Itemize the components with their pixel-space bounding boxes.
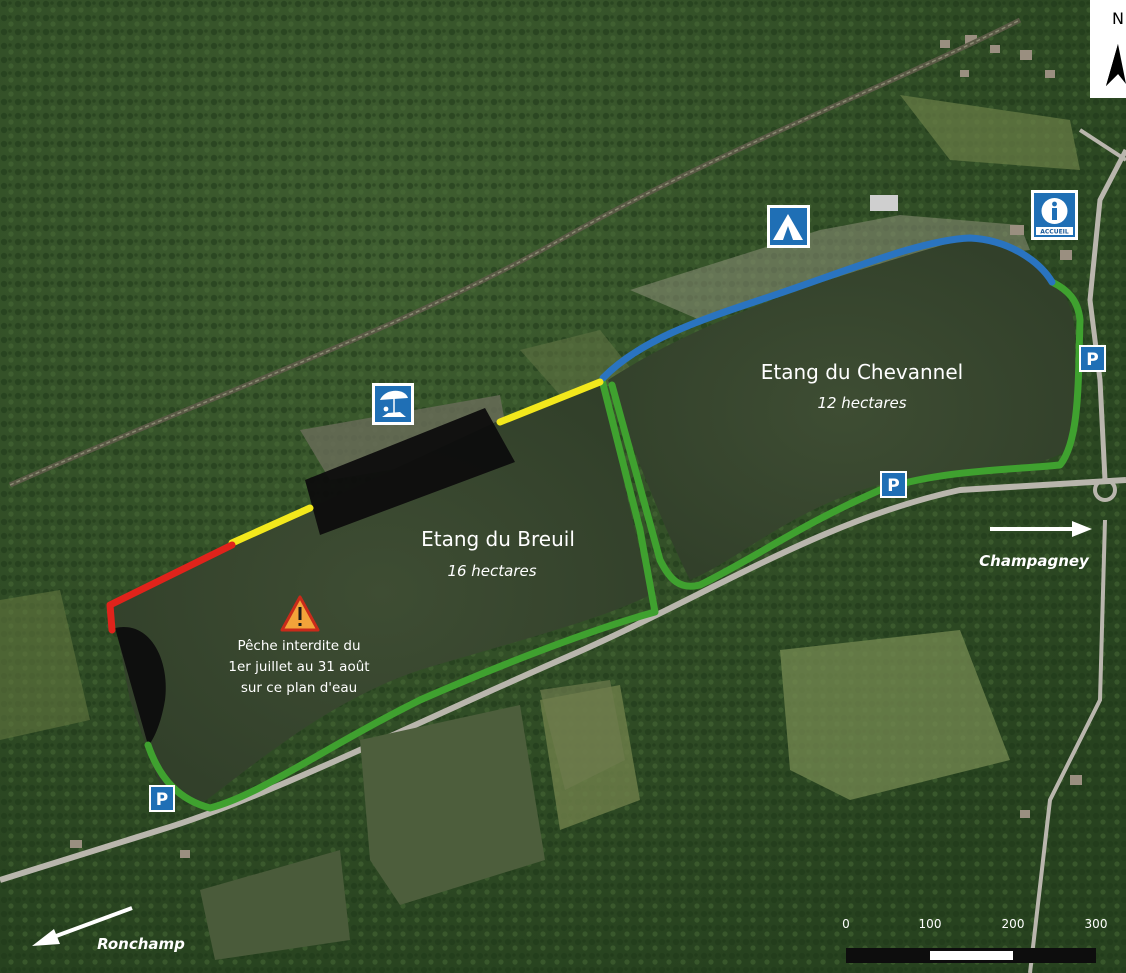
information-icon[interactable]: ACCUEIL bbox=[1031, 190, 1078, 240]
trail-blue-camping[interactable] bbox=[599, 234, 1056, 382]
village-road bbox=[1078, 128, 1126, 162]
lake-breuil-area: 16 hectares bbox=[447, 562, 536, 580]
warning-line-3: sur ce plan d'eau bbox=[241, 680, 357, 696]
meadow bbox=[540, 680, 625, 790]
parking-sign-southwest[interactable]: P bbox=[149, 785, 175, 812]
parking-label: P bbox=[156, 790, 168, 810]
warning-triangle-icon[interactable] bbox=[280, 595, 320, 632]
parking-label: P bbox=[1086, 350, 1098, 370]
north-road bbox=[1087, 148, 1126, 481]
north-label: N bbox=[1112, 9, 1124, 28]
scale-tick-200: 200 bbox=[1002, 917, 1025, 931]
info-label: ACCUEIL bbox=[1040, 229, 1069, 236]
direction-ronchamp[interactable] bbox=[32, 906, 133, 946]
beach-bathing-icon[interactable] bbox=[372, 383, 414, 425]
railway-ties bbox=[9, 19, 1021, 486]
scale-bar bbox=[846, 948, 1096, 963]
trail-yellow-west[interactable] bbox=[228, 504, 314, 547]
warning-line-1: Pêche interdite du bbox=[237, 638, 360, 654]
scale-tick-0: 0 bbox=[842, 917, 850, 931]
lake-breuil-name: Etang du Breuil bbox=[421, 527, 575, 551]
village-buildings bbox=[70, 35, 1082, 858]
trail-green-breuil[interactable] bbox=[144, 376, 659, 812]
direction-champagney[interactable] bbox=[990, 521, 1092, 537]
scale-tick-100: 100 bbox=[919, 917, 942, 931]
lake-chevannel-name: Etang du Chevannel bbox=[761, 360, 963, 384]
parking-sign-east[interactable]: P bbox=[1079, 345, 1106, 372]
field-area bbox=[0, 590, 90, 740]
restricted-zone-north bbox=[305, 408, 515, 535]
parking-sign-south[interactable]: P bbox=[880, 471, 907, 498]
roundabout bbox=[1093, 478, 1117, 502]
restricted-zone-west bbox=[115, 626, 166, 745]
field-area bbox=[780, 630, 1010, 800]
trail-red[interactable] bbox=[106, 541, 236, 634]
camping-tent-icon[interactable] bbox=[767, 205, 810, 248]
town-ronchamp: Ronchamp bbox=[97, 935, 185, 953]
town-champagney: Champagney bbox=[979, 552, 1090, 570]
lake-breuil bbox=[112, 380, 650, 805]
lake-chevannel-area: 12 hectares bbox=[817, 394, 906, 412]
scale-tick-300: 300 bbox=[1085, 917, 1108, 931]
trail-yellow-east[interactable] bbox=[496, 378, 604, 426]
field-area bbox=[900, 95, 1080, 170]
lake-chevannel bbox=[608, 240, 1075, 580]
pond-southwest bbox=[200, 850, 350, 960]
south-road bbox=[1028, 519, 1107, 973]
parking-label: P bbox=[887, 476, 899, 496]
warning-line-2: 1er juillet au 31 août bbox=[228, 659, 369, 675]
main-road bbox=[0, 477, 1126, 883]
north-arrow bbox=[1090, 0, 1126, 98]
pond-south bbox=[360, 705, 545, 905]
trail-green-chevannel[interactable] bbox=[608, 278, 1084, 590]
